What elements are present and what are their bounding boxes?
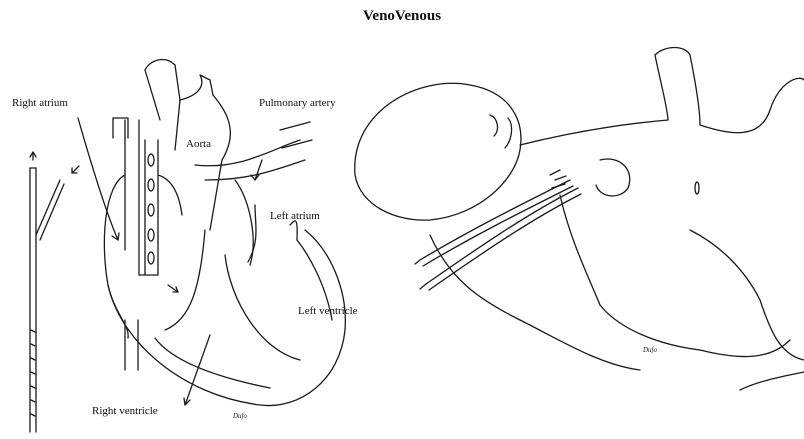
- label-right-ventricle: Right ventricle: [92, 405, 158, 417]
- label-aorta: Aorta: [186, 138, 211, 150]
- label-left-ventricle: Left ventricle: [298, 305, 358, 317]
- signature-infant: Dufo: [643, 346, 657, 354]
- infant-figure: [355, 48, 804, 391]
- heart-diagram: [78, 60, 345, 406]
- label-right-atrium: Right atrium: [12, 97, 68, 109]
- cannula-catheter: [30, 152, 79, 432]
- label-pulmonary-artery: Pulmonary artery: [259, 97, 336, 109]
- signature-heart: Dufo: [233, 412, 247, 420]
- label-left-atrium: Left atrium: [270, 210, 320, 222]
